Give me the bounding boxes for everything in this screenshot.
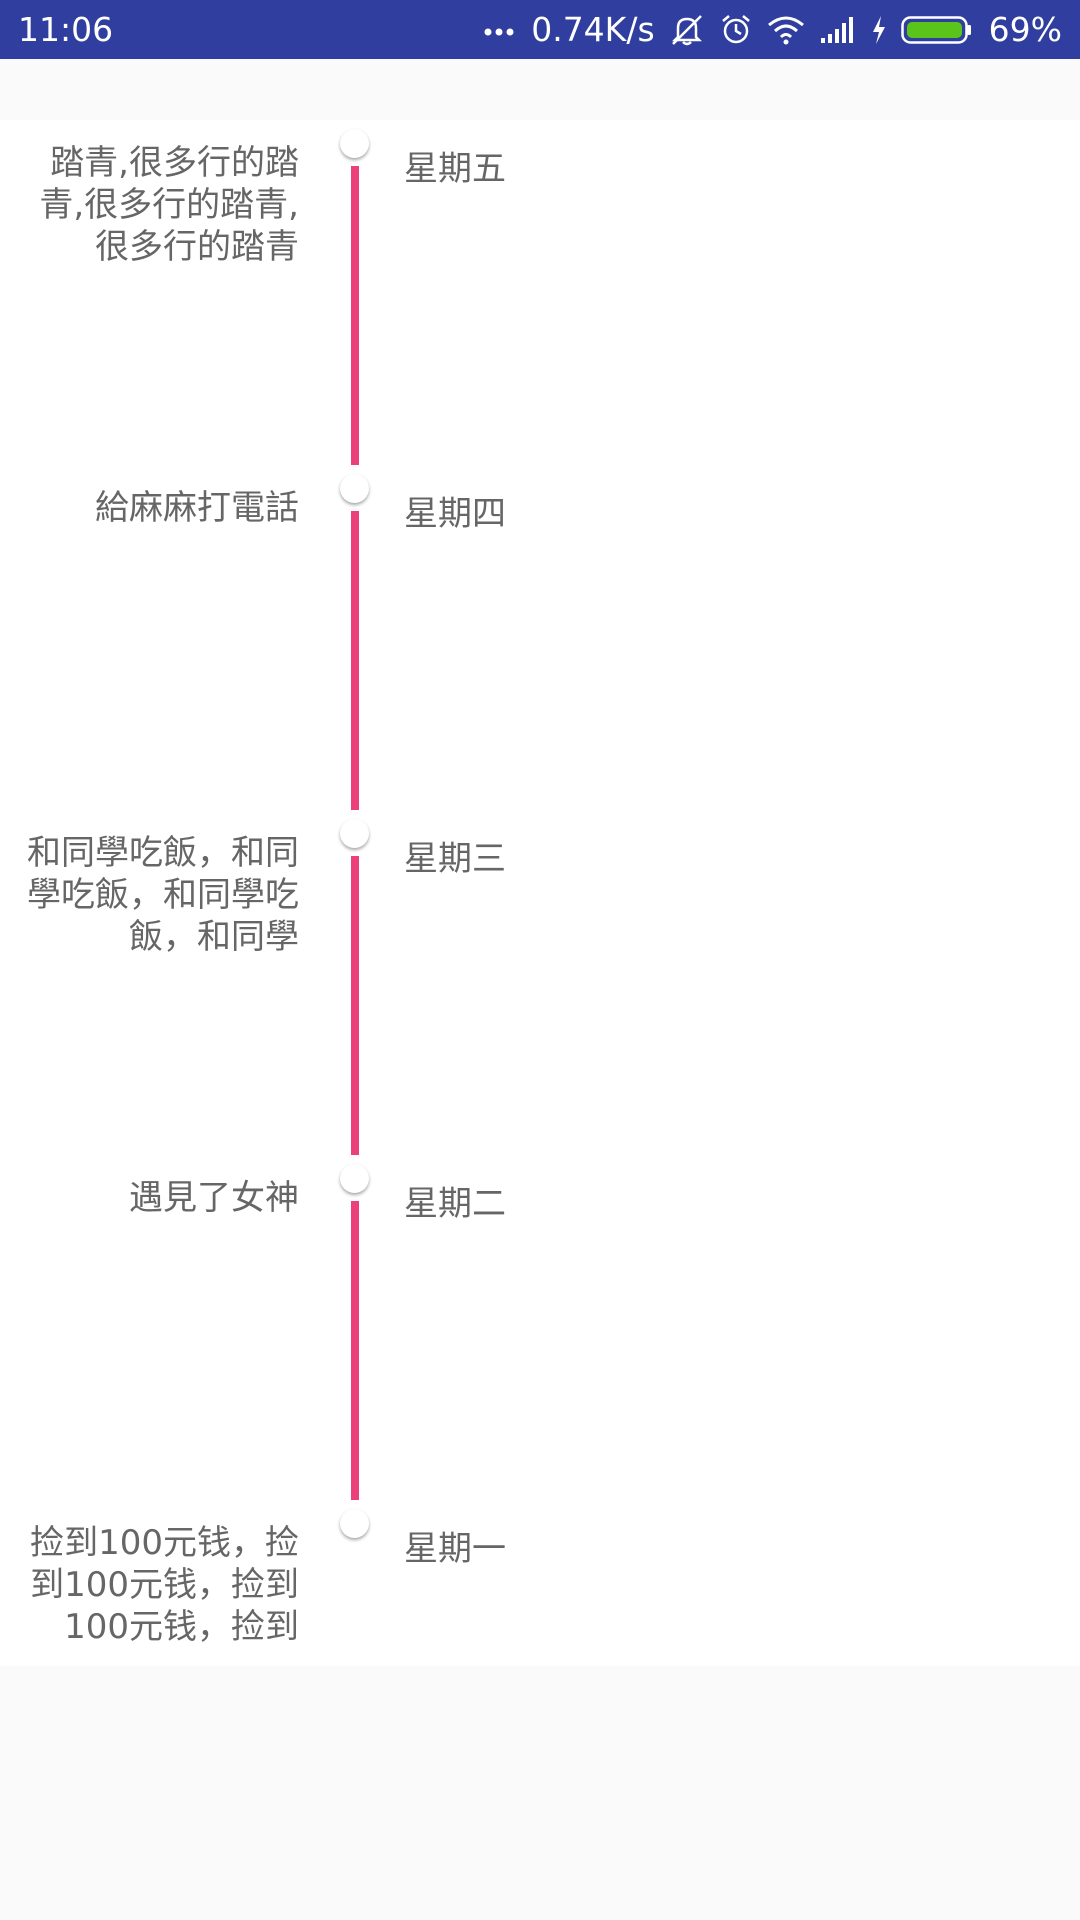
timeline-item[interactable]: 捡到100元钱，捡到100元钱，捡到100元钱，捡到 星期一 xyxy=(0,1500,1080,1666)
timeline-item-description: 遇見了女神 xyxy=(129,1178,299,1218)
timeline-item-day: 星期一 xyxy=(404,1529,506,1569)
timeline-list[interactable]: 踏青,很多行的踏青,很多行的踏青,很多行的踏青 星期五 給麻麻打電話 星期四 和… xyxy=(0,120,1080,1666)
alarm-icon xyxy=(719,13,753,47)
timeline-connector-line xyxy=(351,1201,359,1500)
signal-icon xyxy=(819,16,857,44)
timeline-item[interactable]: 和同學吃飯，和同學吃飯，和同學吃飯，和同學 星期三 xyxy=(0,810,1080,1155)
timeline-connector-line xyxy=(351,511,359,810)
timeline-dot xyxy=(340,474,369,503)
network-speed: 0.74K/s xyxy=(531,10,655,49)
charging-icon xyxy=(871,15,887,45)
timeline-connector-line xyxy=(351,166,359,465)
battery-icon xyxy=(900,15,973,45)
wifi-icon xyxy=(767,15,805,45)
more-dots-icon xyxy=(483,24,517,36)
timeline-item-description: 踏青,很多行的踏青,很多行的踏青,很多行的踏青 xyxy=(39,143,299,267)
timeline-item-description: 給麻麻打電話 xyxy=(95,488,299,528)
timeline-item[interactable]: 踏青,很多行的踏青,很多行的踏青,很多行的踏青 星期五 xyxy=(0,120,1080,465)
timeline-item-day: 星期五 xyxy=(404,149,506,189)
status-icons: 0.74K/s xyxy=(483,9,1062,51)
timeline-item[interactable]: 給麻麻打電話 星期四 xyxy=(0,465,1080,810)
status-time: 11:06 xyxy=(18,10,114,49)
timeline-dot xyxy=(340,1164,369,1193)
timeline-item[interactable]: 遇見了女神 星期二 xyxy=(0,1155,1080,1500)
timeline-dot xyxy=(340,819,369,848)
status-bar: 11:06 0.74K/s xyxy=(0,0,1080,59)
timeline-item-description: 捡到100元钱，捡到100元钱，捡到100元钱，捡到 xyxy=(30,1523,299,1647)
timeline-connector-line xyxy=(351,856,359,1155)
timeline-item-description: 和同學吃飯，和同學吃飯，和同學吃飯，和同學 xyxy=(27,833,299,957)
battery-level: 69% xyxy=(988,10,1062,49)
timeline-item-day: 星期二 xyxy=(404,1184,506,1224)
timeline-dot xyxy=(340,1509,369,1538)
timeline-dot xyxy=(340,129,369,158)
mute-icon xyxy=(669,13,705,47)
timeline-item-day: 星期三 xyxy=(404,839,506,879)
timeline-item-day: 星期四 xyxy=(404,494,506,534)
